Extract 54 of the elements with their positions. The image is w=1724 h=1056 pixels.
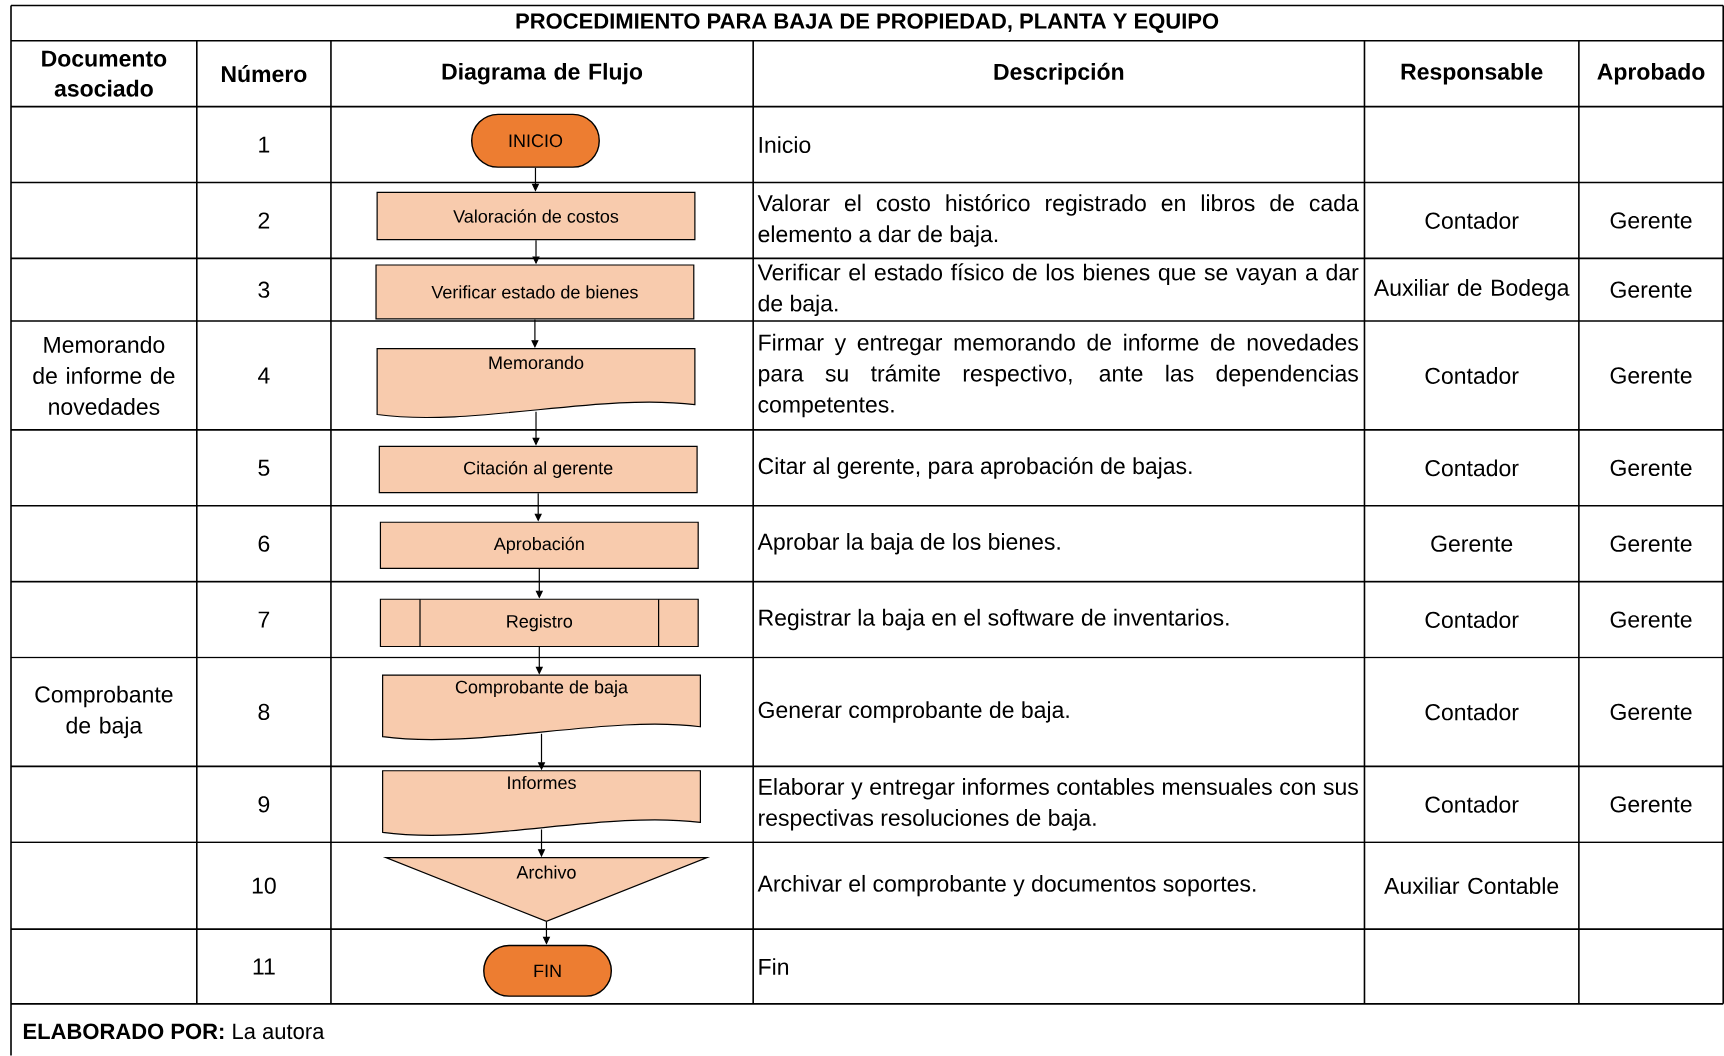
- author-note: ELABORADO POR: La autora: [23, 1023, 325, 1040]
- description-text: Inicio: [759, 136, 811, 154]
- step-number: 10: [252, 877, 276, 894]
- responsible-name: Gerente: [1431, 535, 1513, 552]
- step-number: 5: [258, 459, 270, 476]
- process-box: Verificar estado de bienes: [375, 264, 695, 320]
- predefined-process-box: Registro: [379, 598, 699, 648]
- document-name: Memorando de informe de novedades: [33, 336, 175, 415]
- step-number: 9: [258, 796, 270, 813]
- description-text: Generar comprobante de baja.: [758, 701, 1069, 723]
- step-number: 11: [253, 958, 275, 975]
- approver-name: Gerente: [1610, 796, 1692, 813]
- description-text: Aprobar la baja de los bienes.: [757, 533, 1060, 555]
- responsible-name: Auxiliar de Bodega: [1373, 279, 1570, 301]
- responsible-name: Contador: [1425, 703, 1519, 721]
- column-header: Diagrama de Flujo: [442, 62, 643, 85]
- column-header: Aprobado: [1597, 62, 1705, 85]
- description-text: Fin: [759, 958, 788, 975]
- responsible-name: Contador: [1425, 611, 1519, 628]
- process-box: Citación al gerente: [378, 445, 698, 494]
- description-text: Registrar la baja en el software de inventarios.: [759, 608, 1229, 631]
- description-text: Citar al gerente, para aprobación de bajas.: [758, 457, 1192, 479]
- responsible-name: Contador: [1425, 212, 1519, 229]
- step-number: 6: [258, 535, 270, 552]
- responsible-name: Contador: [1425, 459, 1519, 477]
- column-header: Responsable: [1401, 62, 1543, 85]
- approver-name: Gerente: [1610, 459, 1692, 476]
- step-number: 3: [258, 281, 270, 298]
- step-number: 4: [258, 367, 270, 384]
- responsible-name: Contador: [1425, 367, 1519, 384]
- process-box: Aprobación: [379, 521, 699, 570]
- column-header: Número: [221, 65, 307, 83]
- process-box: Valoración de costos: [376, 191, 696, 241]
- step-number: 8: [258, 703, 270, 721]
- description-text: Archivar el comprobante y documentos soportes.: [757, 874, 1256, 897]
- approver-name: Gerente: [1610, 535, 1692, 552]
- responsible-name: Contador: [1425, 795, 1519, 813]
- column-header: Documento asociado: [42, 50, 167, 97]
- approver-name: Gerente: [1610, 367, 1692, 384]
- approver-name: Gerente: [1610, 611, 1692, 628]
- step-number: 1: [259, 136, 270, 153]
- approver-name: Gerente: [1610, 703, 1692, 721]
- step-number: 7: [258, 611, 270, 628]
- description-text: Firmar y entregar memorando de informe de novedades para su trámite respectivo, ante las dependencias competentes.: [758, 333, 1358, 418]
- description-text: Verificar el estado físico de los bienes que se vayan a dar de baja.: [757, 263, 1359, 317]
- document-name: Comprobante de baja: [35, 685, 173, 739]
- description-text: Valorar el costo histórico registrado en libros de cada elemento a dar de baja.: [757, 194, 1359, 247]
- table-title: PROCEDIMIENTO PARA BAJA DE PROPIEDAD, PLANTA Y EQUIPO: [516, 13, 1219, 33]
- description-text: Elaborar y entregar informes contables mensuales con sus respectivas resoluciones de baja.: [759, 778, 1358, 831]
- approver-name: Gerente: [1610, 281, 1692, 298]
- approver-name: Gerente: [1610, 212, 1692, 229]
- column-header: Descripción: [994, 62, 1124, 85]
- step-number: 2: [258, 212, 270, 229]
- responsible-name: Auxiliar Contable: [1384, 877, 1559, 895]
